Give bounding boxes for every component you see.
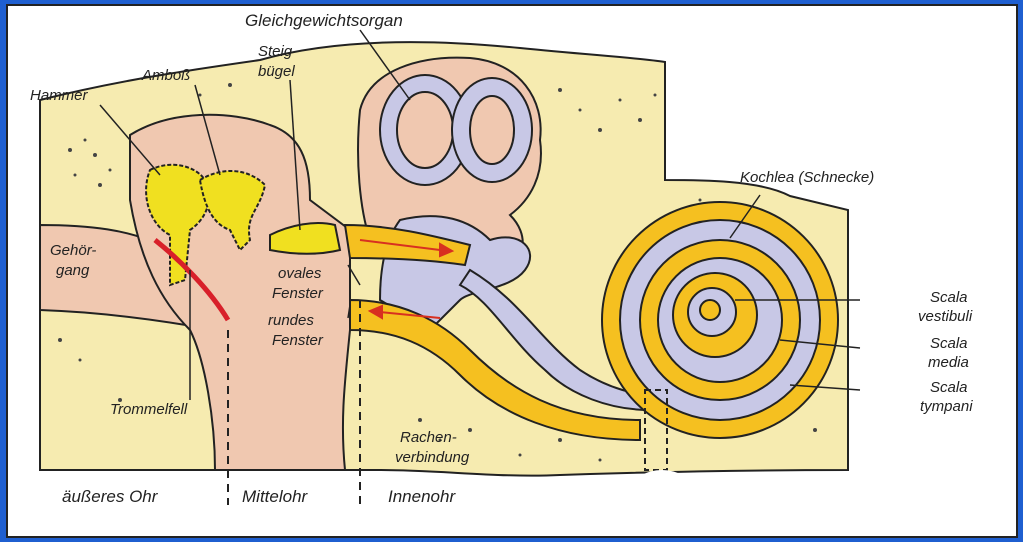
label-kochlea: Kochlea (Schnecke) bbox=[740, 169, 874, 186]
label-mittelohr: Mittelohr bbox=[242, 487, 309, 506]
label-rachenverbindung-1: Rachen- bbox=[400, 429, 457, 446]
label-rachenverbindung-2: verbindung bbox=[395, 449, 470, 466]
label-scala-media-2: media bbox=[928, 354, 969, 371]
label-scala-tympani-1: Scala bbox=[930, 379, 968, 396]
white-blob bbox=[632, 470, 692, 510]
cochlea-spiral bbox=[602, 202, 838, 438]
label-ovales-fenster-2: Fenster bbox=[272, 285, 324, 302]
label-aeusseres-ohr: äußeres Ohr bbox=[62, 487, 159, 506]
label-scala-vestibuli-1: Scala bbox=[930, 289, 968, 306]
label-amboss: Amboß bbox=[141, 67, 190, 84]
label-steigbuegel-1: Steig- bbox=[258, 43, 297, 60]
label-rundes-fenster-1: rundes bbox=[268, 312, 314, 329]
label-gleichgewichtsorgan: Gleichgewichtsorgan bbox=[245, 11, 403, 30]
label-innenohr: Innenohr bbox=[388, 487, 456, 506]
label-ovales-fenster-1: ovales bbox=[278, 265, 322, 282]
label-scala-media-1: Scala bbox=[930, 335, 968, 352]
label-rundes-fenster-2: Fenster bbox=[272, 332, 324, 349]
label-gehoergang-1: Gehör- bbox=[50, 242, 96, 259]
label-gehoergang-2: gang bbox=[56, 262, 90, 279]
label-steigbuegel-2: bügel bbox=[258, 63, 295, 80]
label-trommelfell: Trommelfell bbox=[110, 401, 188, 418]
label-hammer: Hammer bbox=[30, 87, 89, 104]
label-scala-vestibuli-2: vestibuli bbox=[918, 308, 973, 325]
label-scala-tympani-2: tympani bbox=[920, 398, 973, 415]
